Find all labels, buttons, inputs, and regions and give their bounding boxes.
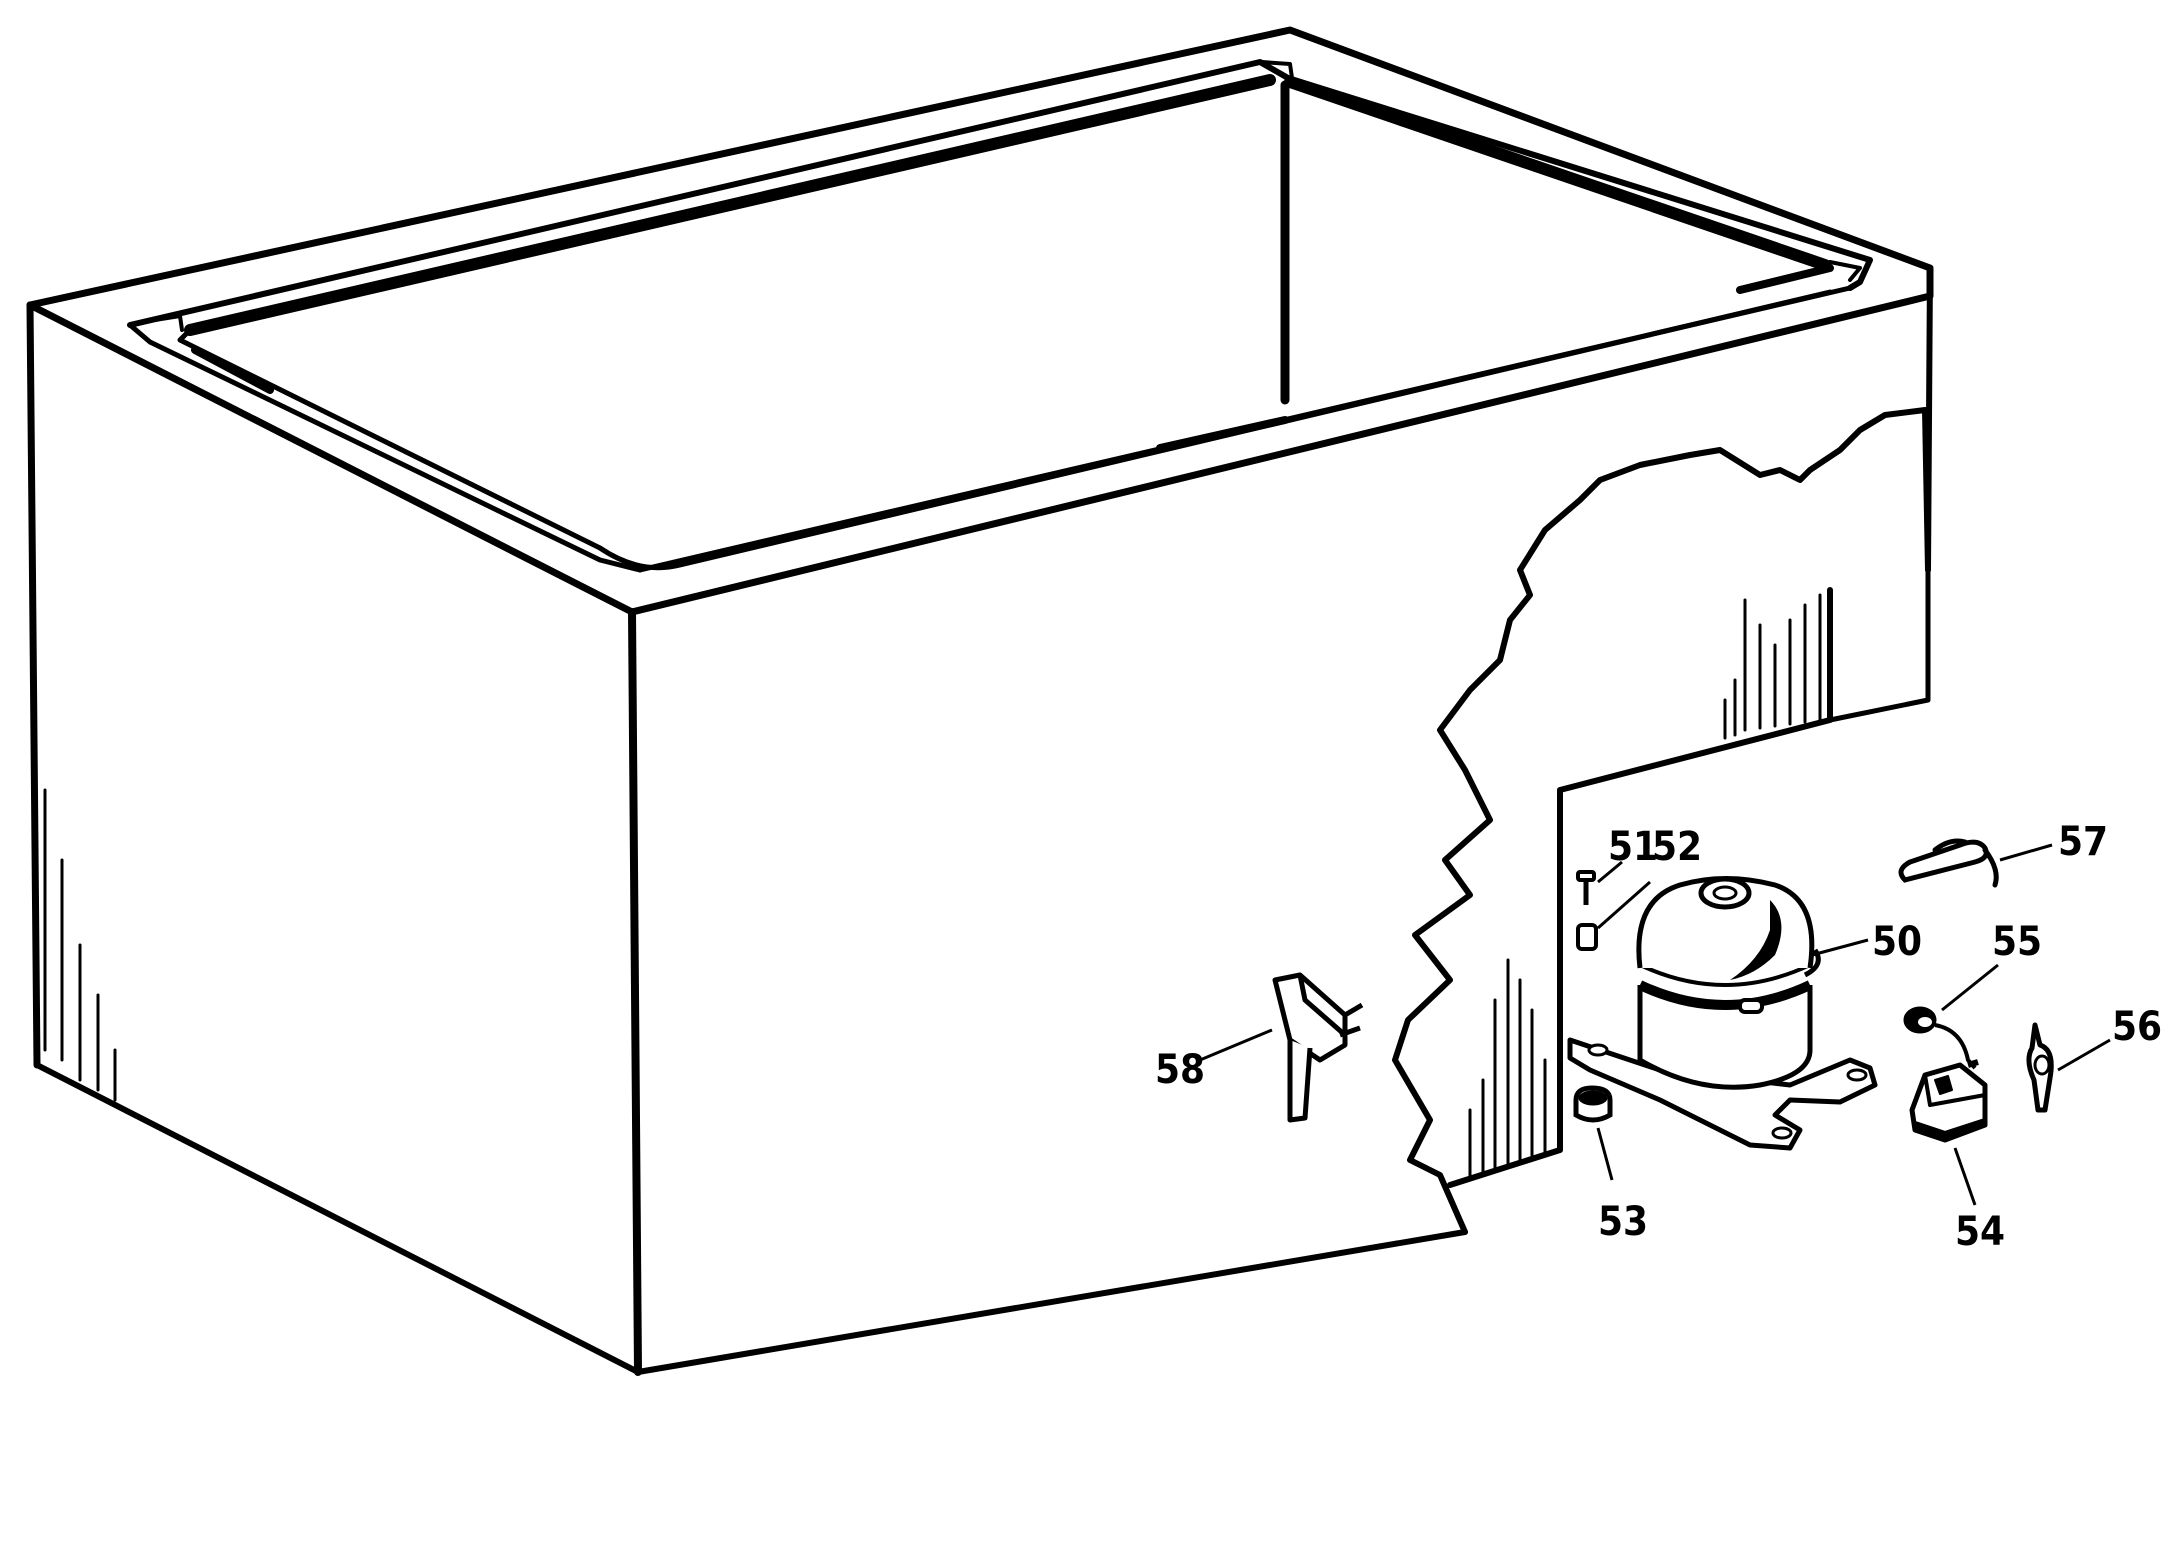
leader-58 [1199,1028,1273,1062]
compartment-shading [1468,593,1822,1182]
bolt [1576,870,1596,905]
cabinet-cavity-front-groove [1156,416,1289,452]
compressor [1567,876,1878,1151]
leader-56 [2057,1038,2111,1072]
cabinet-right-face-top-edge [628,292,1934,616]
leader-53 [1596,1127,1614,1181]
cabinet-cavity-left-lip [177,327,603,551]
leader-50 [1811,938,1869,957]
cabinet-left-edge [26,301,41,1069]
cabinet-corner-notch-right [1828,260,1862,282]
cabinet-opening-outer [127,59,1873,328]
grommet [1573,1085,1613,1123]
overload-cap [1903,1006,1979,1070]
cabinet-left-bottom [34,1062,641,1375]
spacer [1576,923,1598,951]
cabinet-opening-left [127,322,643,573]
cabinet-cavity-front-lip [597,289,1833,571]
relay [1909,1062,1988,1143]
spring-clip [1898,838,1999,888]
leader-54 [1953,1147,1977,1206]
leader-55 [1941,963,1999,1012]
callout-55: 55 [1992,919,2042,965]
cabinet-cavity-right-groove [1736,264,1834,294]
callout-56: 56 [2112,1004,2162,1050]
callout-52: 52 [1652,824,1702,870]
callout-57: 57 [2058,819,2108,865]
cabinet-top-rim [26,26,1934,309]
callout-51: 51 [1608,824,1658,870]
power-cord-plug [1272,972,1364,1123]
cabinet-cutaway-edge [1392,407,1931,1235]
leader-51 [1597,860,1623,884]
cabinet-front-corner [628,608,642,1376]
cabinet-cavity-left-groove [191,346,274,394]
cabinet-corner-notch-back [1260,60,1294,80]
freezer-cabinet [26,26,1934,1376]
cabinet-corner-notch-left [153,314,184,332]
cabinet-left-face-top-edge [26,301,636,616]
callout-50: 50 [1872,919,1922,965]
leader-57 [1999,843,2053,862]
left-face-shading [43,788,117,1102]
callout-58: 58 [1155,1047,1205,1093]
cabinet-cavity-back [184,74,1276,336]
callout-54: 54 [1955,1209,2005,1255]
clip [2026,1022,2054,1113]
compressor-compartment-back [1827,567,1931,723]
cabinet-cavity-back-right [1284,76,1831,271]
cabinet-right-bottom [635,1229,1468,1375]
compressor-compartment [1447,587,1833,1188]
callout-53: 53 [1598,1199,1648,1245]
leader-52 [1597,880,1651,930]
